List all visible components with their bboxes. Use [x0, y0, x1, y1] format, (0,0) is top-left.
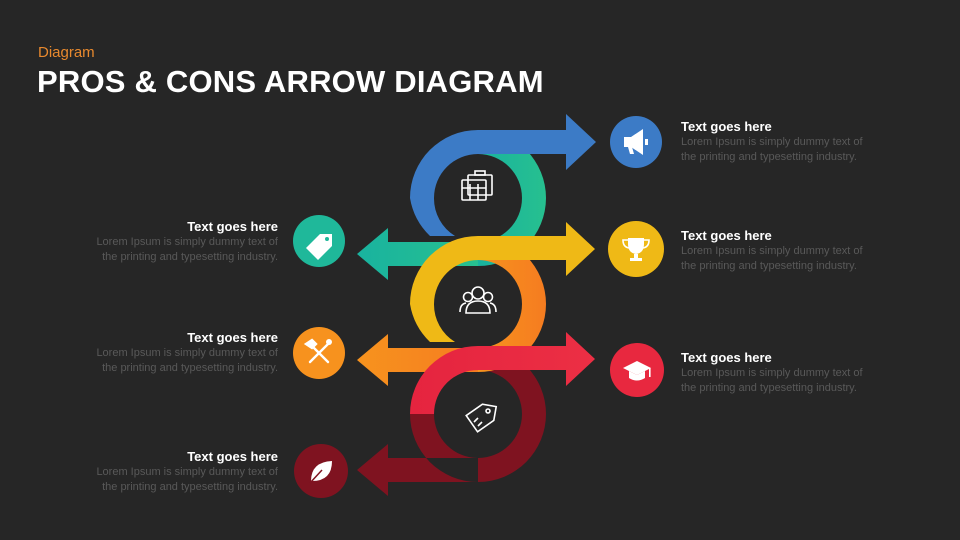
tools-icon: [303, 338, 332, 364]
text-body-line: the printing and typesetting industry.: [681, 382, 857, 394]
text-block-2: Text goes here Lorem Ipsum is simply dum…: [68, 219, 278, 265]
text-heading: Text goes here: [187, 449, 278, 464]
graduation-cap-icon: [623, 361, 651, 381]
trophy-icon: [622, 238, 650, 261]
text-heading: Text goes here: [681, 119, 772, 134]
teal-ribbon: [478, 130, 546, 266]
maroon-ribbon: [478, 346, 546, 482]
trophy-circle: [608, 221, 664, 277]
text-block-6: Text goes here Lorem Ipsum is simply dum…: [68, 449, 278, 495]
orange-ribbon: [478, 236, 546, 372]
text-block-5: Text goes here Lorem Ipsum is simply dum…: [681, 350, 891, 396]
red-ribbon: [410, 332, 595, 414]
text-body-line: the printing and typesetting industry.: [102, 481, 278, 493]
text-body-line: Lorem Ipsum is simply dummy text of: [681, 367, 863, 379]
leaf-icon: [309, 461, 332, 484]
megaphone-icon: [624, 129, 648, 155]
leaf-circle: [294, 444, 348, 498]
megaphone-circle: [610, 116, 662, 168]
tag-icon: [465, 403, 498, 433]
text-heading: Text goes here: [681, 228, 772, 243]
text-block-4: Text goes here Lorem Ipsum is simply dum…: [68, 330, 278, 376]
teal-arrow: [357, 228, 478, 280]
orange-arrow: [357, 334, 478, 386]
text-block-1: Text goes here Lorem Ipsum is simply dum…: [681, 119, 891, 165]
briefcase-icon: [461, 170, 493, 201]
slide-title: PROS & CONS ARROW DIAGRAM: [37, 64, 544, 99]
blue-ribbon: [410, 114, 596, 236]
text-heading: Text goes here: [681, 350, 772, 365]
price-tag-circle: [293, 215, 345, 267]
text-body-line: the printing and typesetting industry.: [681, 151, 857, 163]
text-block-3: Text goes here Lorem Ipsum is simply dum…: [681, 228, 891, 274]
text-body-line: Lorem Ipsum is simply dummy text of: [96, 466, 278, 478]
team-icon: [459, 286, 497, 314]
text-heading: Text goes here: [187, 219, 278, 234]
text-body-line: Lorem Ipsum is simply dummy text of: [96, 236, 278, 248]
yellow-ribbon: [410, 222, 595, 342]
graduation-cap-circle: [610, 343, 664, 397]
text-body-line: the printing and typesetting industry.: [102, 251, 278, 263]
text-body-line: Lorem Ipsum is simply dummy text of: [96, 347, 278, 359]
price-tag-icon: [306, 234, 332, 260]
text-heading: Text goes here: [187, 330, 278, 345]
text-body-line: Lorem Ipsum is simply dummy text of: [681, 136, 863, 148]
slide-kicker: Diagram: [38, 44, 95, 61]
text-body-line: the printing and typesetting industry.: [681, 260, 857, 272]
maroon-arrow: [357, 414, 478, 496]
text-body-line: Lorem Ipsum is simply dummy text of: [681, 245, 863, 257]
text-body-line: the printing and typesetting industry.: [102, 362, 278, 374]
tools-circle: [293, 327, 345, 379]
